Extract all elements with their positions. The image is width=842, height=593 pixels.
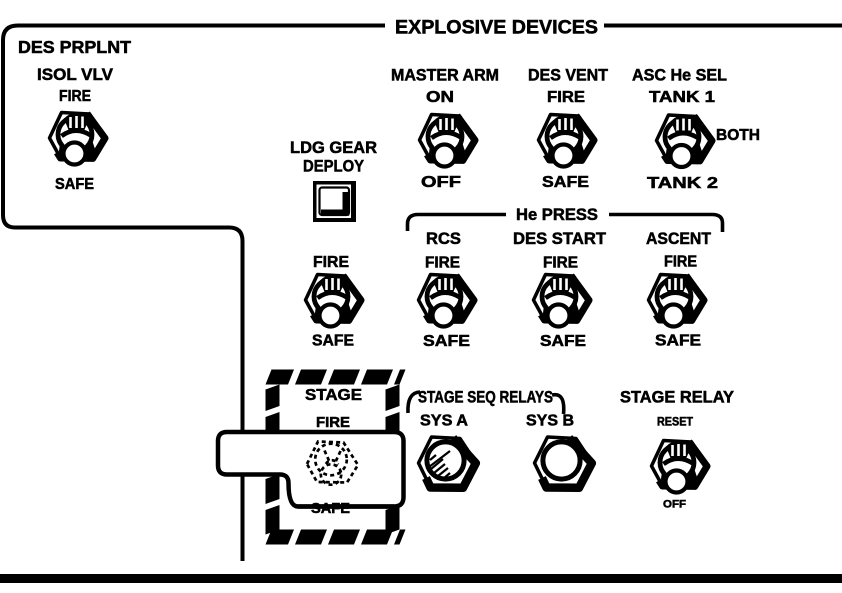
svg-text:TANK 2: TANK 2	[647, 175, 718, 192]
svg-text:BOTH: BOTH	[716, 127, 760, 144]
svg-text:STAGE SEQ RELAYS: STAGE SEQ RELAYS	[418, 388, 553, 407]
svg-text:DES START: DES START	[513, 229, 607, 248]
svg-text:DEPLOY: DEPLOY	[303, 157, 365, 176]
svg-text:ISOL VLV: ISOL VLV	[37, 65, 114, 84]
svg-text:SAFE: SAFE	[55, 176, 94, 193]
svg-text:RESET: RESET	[657, 415, 694, 429]
svg-text:DES VENT: DES VENT	[528, 66, 609, 85]
svg-text:SAFE: SAFE	[312, 333, 354, 350]
svg-text:OFF: OFF	[663, 499, 686, 511]
svg-text:FIRE: FIRE	[547, 89, 585, 106]
svg-text:ON: ON	[426, 89, 454, 106]
svg-text:SAFE: SAFE	[655, 333, 701, 350]
svg-text:STAGE: STAGE	[305, 387, 362, 404]
svg-text:He PRESS: He PRESS	[516, 205, 598, 224]
svg-text:FIRE: FIRE	[313, 254, 349, 271]
svg-text:FIRE: FIRE	[543, 255, 578, 272]
svg-text:RCS: RCS	[426, 229, 461, 248]
svg-text:STAGE RELAY: STAGE RELAY	[620, 388, 735, 407]
svg-text:DES PRPLNT: DES PRPLNT	[18, 37, 131, 57]
svg-text:SYS B: SYS B	[526, 413, 574, 430]
svg-text:TANK 1: TANK 1	[649, 89, 715, 106]
svg-text:FIRE: FIRE	[316, 414, 350, 431]
svg-text:FIRE: FIRE	[59, 88, 91, 105]
svg-text:SAFE: SAFE	[542, 174, 589, 191]
svg-text:OFF: OFF	[421, 174, 461, 191]
svg-text:FIRE: FIRE	[664, 254, 697, 271]
svg-text:SAFE: SAFE	[423, 333, 470, 350]
svg-text:ASCENT: ASCENT	[646, 229, 712, 248]
svg-text:FIRE: FIRE	[425, 255, 460, 272]
svg-text:MASTER ARM: MASTER ARM	[391, 66, 499, 85]
svg-text:SAFE: SAFE	[540, 333, 586, 350]
svg-text:ASC He SEL: ASC He SEL	[632, 66, 727, 85]
svg-text:EXPLOSIVE DEVICES: EXPLOSIVE DEVICES	[395, 18, 598, 39]
svg-text:LDG GEAR: LDG GEAR	[290, 138, 377, 157]
svg-text:SYS A: SYS A	[420, 413, 468, 430]
